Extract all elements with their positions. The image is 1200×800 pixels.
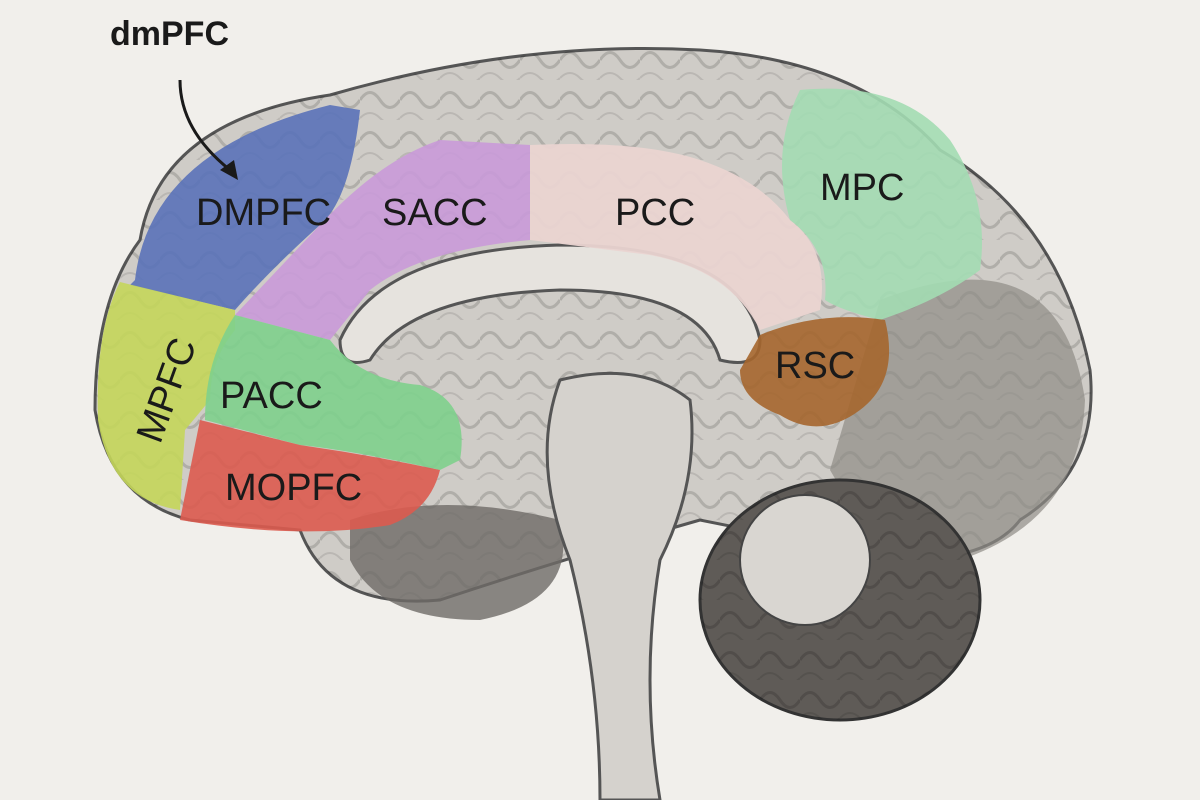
region-dmpfc[interactable] [130, 105, 360, 310]
label-dmpfc: DMPFC [196, 192, 331, 234]
region-mpc[interactable] [782, 88, 982, 320]
brainstem [545, 371, 694, 800]
label-mopfc: MOPFC [225, 467, 362, 509]
label-mpc: MPC [820, 167, 904, 209]
region-pacc[interactable] [205, 315, 462, 470]
temporal-lobe-dark [350, 505, 564, 620]
region-sacc[interactable] [235, 140, 530, 340]
annotation-label: dmPFC [110, 15, 229, 53]
cerebellum [698, 478, 982, 722]
corpus-callosum [338, 243, 762, 364]
label-pcc: PCC [615, 192, 695, 234]
label-pacc: PACC [220, 375, 323, 417]
region-rsc[interactable] [740, 317, 890, 427]
region-mopfc[interactable] [180, 420, 440, 532]
region-pcc[interactable] [530, 144, 822, 330]
annotation-arrow-icon [178, 79, 231, 172]
label-rsc: RSC [775, 345, 855, 387]
region-mpfc[interactable] [97, 282, 235, 510]
label-sacc: SACC [382, 192, 488, 234]
